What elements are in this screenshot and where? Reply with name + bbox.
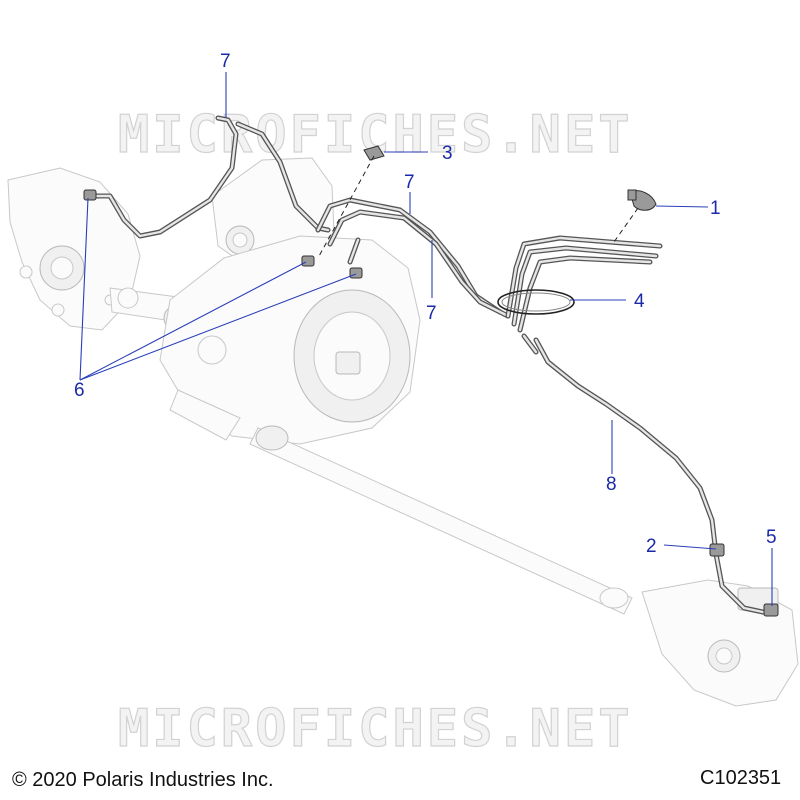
diagram-code: C102351: [700, 767, 781, 789]
copyright-text: © 2020 Polaris Industries Inc.: [12, 769, 274, 791]
callout-5: 5: [766, 527, 777, 548]
callout-8: 8: [606, 474, 617, 495]
callout-7-left: 7: [220, 51, 231, 72]
clip-2: [709, 543, 725, 557]
front-gearcase: [641, 579, 799, 707]
engine-clutch-housing: [159, 235, 421, 445]
fitting-3: [363, 145, 385, 161]
callout-2: 2: [646, 536, 657, 557]
fittings-6: [83, 189, 363, 279]
hose-tie-loop: [497, 289, 575, 315]
callout-4: 4: [634, 291, 645, 312]
assembly-line-1: [613, 207, 639, 243]
front-prop-shaft: [249, 425, 633, 615]
vent-hose-7-right: [315, 197, 511, 319]
callout-3: 3: [442, 143, 453, 164]
leader-lines: [79, 72, 773, 606]
watermark-bottom: MICROFICHES.NET: [118, 699, 633, 759]
vent-hose-8: [533, 337, 775, 617]
callout-7-right: 7: [426, 303, 437, 324]
callout-6: 6: [74, 380, 85, 401]
vent-hose-bundle: [505, 235, 663, 355]
clamp-1: [627, 189, 657, 211]
vent-hose-7-left: [85, 115, 239, 239]
clip-5: [763, 603, 779, 617]
callout-7-upper: 7: [404, 172, 415, 193]
assembly-line-3: [317, 155, 375, 259]
callout-1: 1: [710, 198, 721, 219]
watermark-top: MICROFICHES.NET: [118, 105, 633, 165]
